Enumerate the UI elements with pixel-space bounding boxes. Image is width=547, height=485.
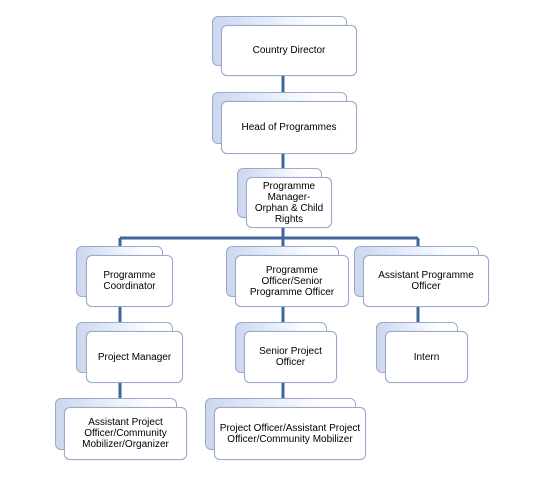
node-project-manager: Project Manager bbox=[76, 322, 183, 383]
node-label: Project Manager bbox=[97, 351, 172, 363]
node-senior-project-officer: Senior Project Officer bbox=[235, 322, 337, 383]
node-label: Assistant Programme Officer bbox=[378, 270, 474, 292]
node-label: Intern bbox=[413, 351, 440, 363]
node-programme-officer: Programme Officer/Senior Programme Offic… bbox=[226, 246, 349, 307]
node-label: Senior Project Officer bbox=[259, 346, 322, 368]
node-label: Project Officer/Assistant Project Office… bbox=[219, 422, 361, 445]
node-head-of-programmes: Head of Programmes bbox=[212, 92, 357, 154]
node-programme-coordinator: Programme Coordinator bbox=[76, 246, 173, 307]
node-label: Country Director bbox=[252, 45, 326, 56]
node-label: Assistant Project Officer/Community Mobi… bbox=[82, 417, 169, 450]
node-country-director: Country Director bbox=[212, 16, 357, 76]
node-intern: Intern bbox=[376, 322, 468, 383]
node-programme-manager: Programme Manager- Orphan & Child Rights bbox=[237, 168, 332, 228]
node-label: Head of Programmes bbox=[241, 122, 337, 133]
node-assistant-project-officer: Assistant Project Officer/Community Mobi… bbox=[55, 398, 187, 460]
node-assistant-programme-officer: Assistant Programme Officer bbox=[354, 246, 489, 307]
node-label: Programme Officer/Senior Programme Offic… bbox=[249, 264, 335, 298]
node-project-officer: Project Officer/Assistant Project Office… bbox=[205, 398, 366, 460]
node-label: Programme Manager- Orphan & Child Rights bbox=[254, 180, 324, 225]
node-label: Programme Coordinator bbox=[103, 270, 156, 292]
